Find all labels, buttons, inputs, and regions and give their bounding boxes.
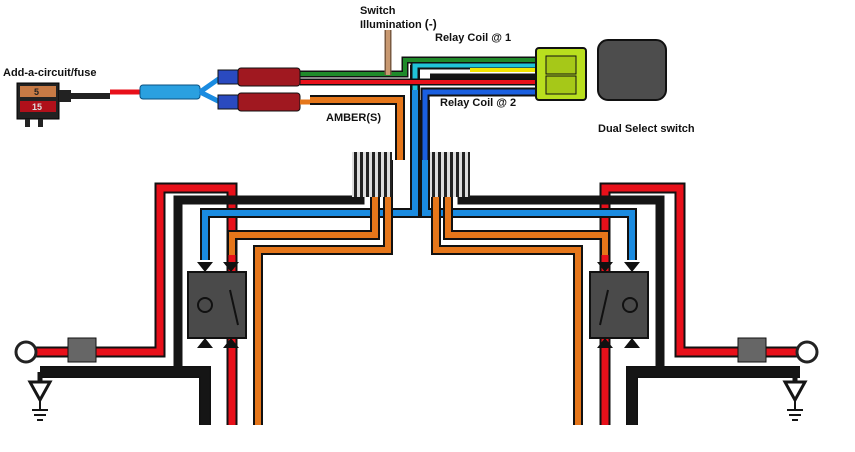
- relay-coil-1-label: Relay Coil @ 1: [435, 32, 512, 44]
- switch-illumination-label: Switch Illumination (-): [360, 5, 437, 32]
- fuse-icon: [16, 82, 110, 127]
- relay-coil-2-label: Relay Coil @ 2: [440, 97, 517, 109]
- inline-connector: [139, 84, 201, 100]
- inline-fuse-holder: [737, 337, 767, 363]
- ring-terminal-icon: [14, 340, 38, 364]
- right-harness: [420, 100, 815, 425]
- switch-icon: [597, 39, 667, 101]
- connector-icon: [535, 47, 587, 101]
- relay-icon: [589, 262, 649, 348]
- dual-select-switch-label: Dual Select switch: [598, 123, 695, 135]
- switch-illumination-neg: (-): [424, 17, 437, 31]
- relay-icon: [187, 262, 247, 348]
- switch-harness: [240, 30, 540, 160]
- fuse-bottom-value: 15: [32, 102, 42, 112]
- inline-fuse-holder: [67, 337, 97, 363]
- switch-illumination-line1: Switch: [360, 5, 396, 17]
- amber-label: AMBER(S): [326, 112, 381, 124]
- wire-sleeve: [352, 152, 392, 197]
- switch-illumination-line2: Illumination: [360, 19, 422, 31]
- fuse-label: Add-a-circuit/fuse: [3, 67, 97, 79]
- ring-terminal-icon: [795, 340, 819, 364]
- butt-splice-icon: [217, 67, 301, 112]
- fuse-top-value: 5: [34, 87, 39, 97]
- wire-sleeve: [430, 152, 470, 197]
- ground-icon: [27, 372, 53, 421]
- ground-icon: [782, 372, 808, 421]
